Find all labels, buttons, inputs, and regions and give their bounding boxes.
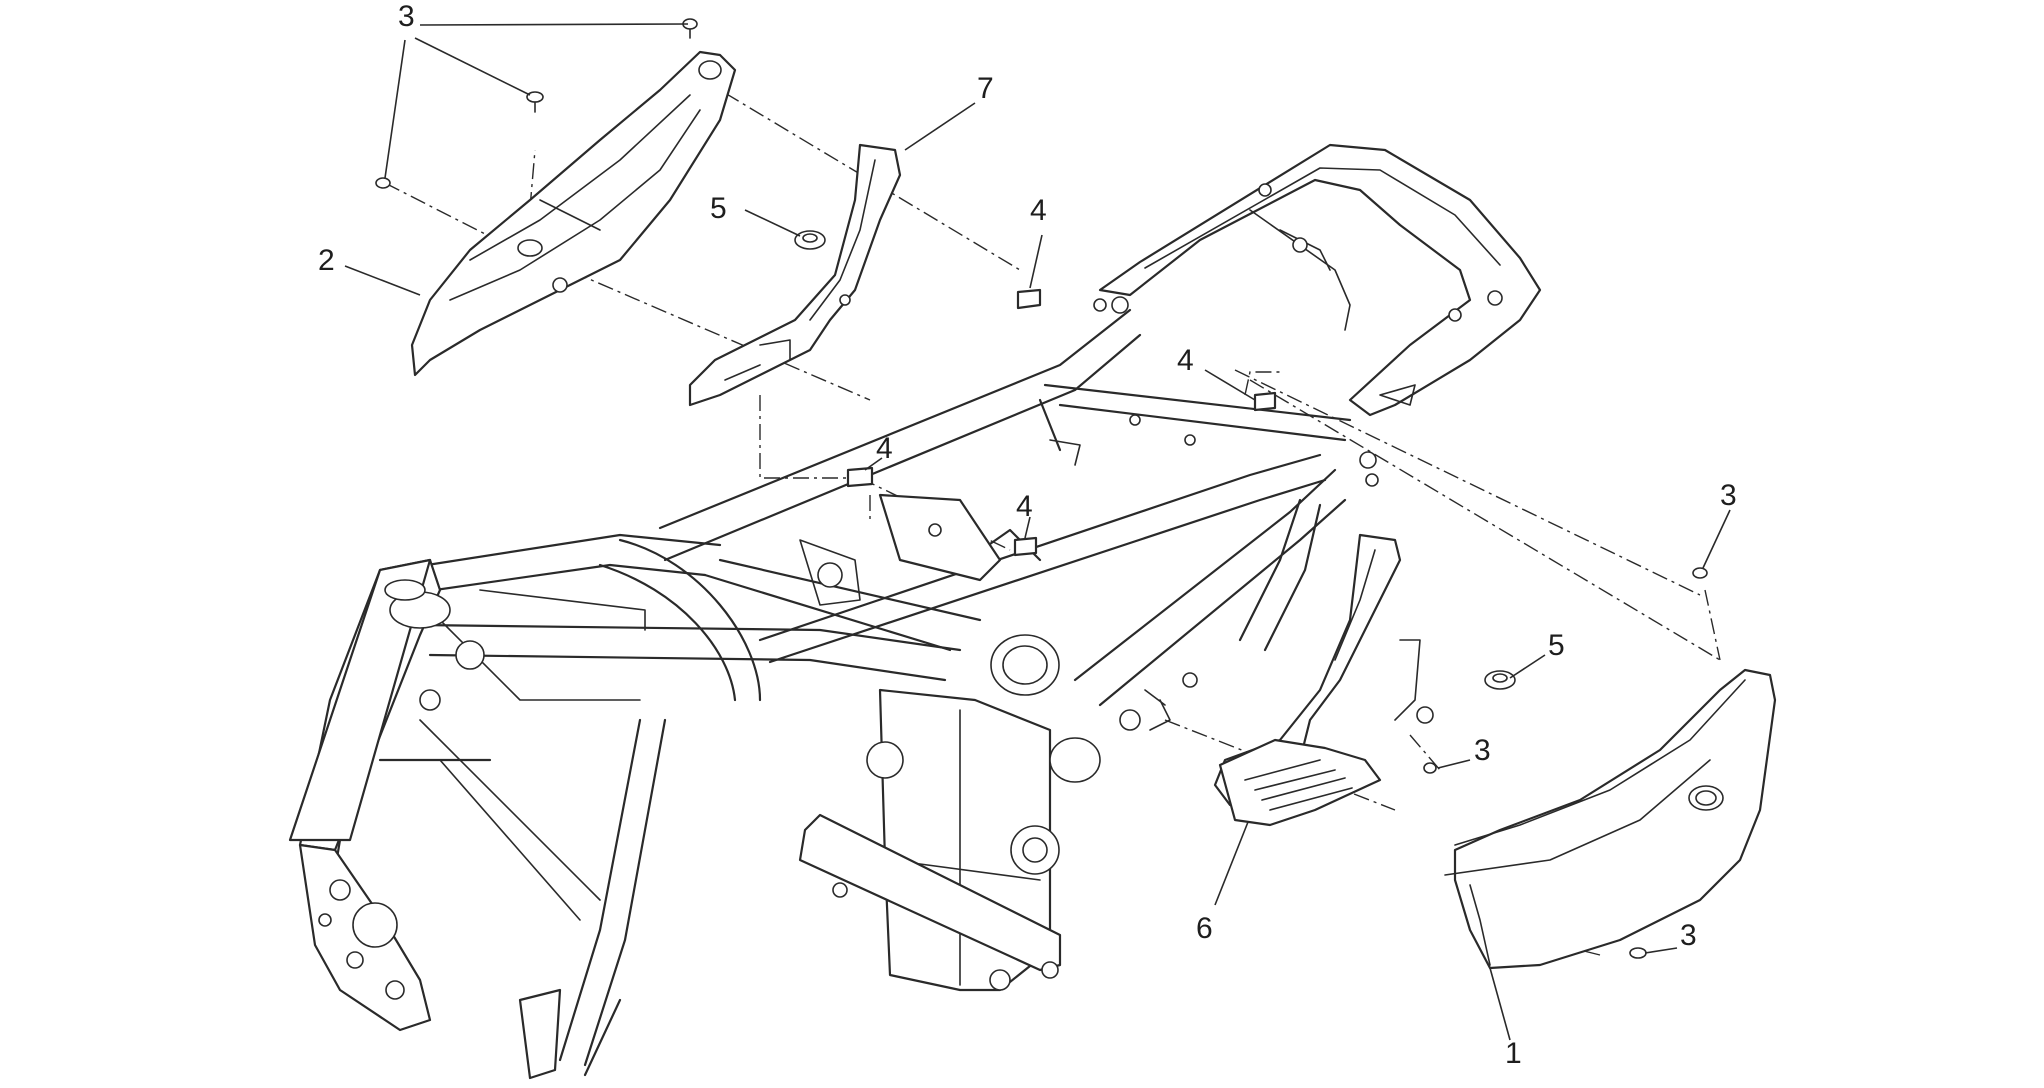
callout-6: 6 (1196, 912, 1213, 945)
screw-icon (682, 18, 698, 39)
front-side-tube (288, 558, 432, 842)
callout-3: 3 (1474, 734, 1491, 767)
clip-nut-icon (1253, 391, 1277, 412)
callout-labels: 3 2 7 5 4 4 4 4 3 5 3 6 3 1 (318, 0, 1737, 1070)
part-6-right-bracket (1213, 533, 1434, 827)
part-1-right-side-cover (1444, 668, 1777, 970)
callout-4: 4 (1030, 194, 1047, 227)
callout-4: 4 (876, 432, 893, 465)
lower-crossmember (798, 813, 1062, 972)
screw-icon (375, 177, 391, 189)
callout-3: 3 (1720, 479, 1737, 512)
screw-icon (1629, 947, 1647, 959)
grommet-icon (794, 230, 826, 250)
screw-icon (1423, 762, 1437, 774)
part-4-clip-nuts (846, 288, 1277, 557)
part-5-grommets (794, 230, 1516, 690)
screw-icon (1692, 567, 1708, 579)
callout-1: 1 (1505, 1037, 1522, 1070)
callout-4: 4 (1016, 490, 1033, 523)
callout-3: 3 (398, 0, 415, 33)
rear-subframe (1098, 143, 1542, 417)
clip-nut-icon (846, 466, 874, 488)
part-7-left-bracket (688, 143, 902, 407)
callout-4: 4 (1177, 344, 1194, 377)
front-lower-leg (518, 988, 562, 1080)
part-2-left-side-cover (410, 50, 737, 377)
leader-lines (344, 23, 1731, 1041)
callout-3: 3 (1680, 919, 1697, 952)
screw-icon (526, 91, 544, 113)
main-frame (288, 143, 1542, 1080)
callout-2: 2 (318, 244, 335, 277)
clip-nut-icon (1013, 536, 1038, 557)
center-bracket (878, 493, 1002, 582)
part-3-screws (375, 18, 1708, 959)
callout-5: 5 (710, 192, 727, 225)
clip-nut-icon (1016, 288, 1042, 310)
callout-7: 7 (977, 72, 994, 105)
callout-5: 5 (1548, 629, 1565, 662)
grommet-icon (1484, 670, 1516, 690)
part-6-footplate (1218, 738, 1382, 827)
